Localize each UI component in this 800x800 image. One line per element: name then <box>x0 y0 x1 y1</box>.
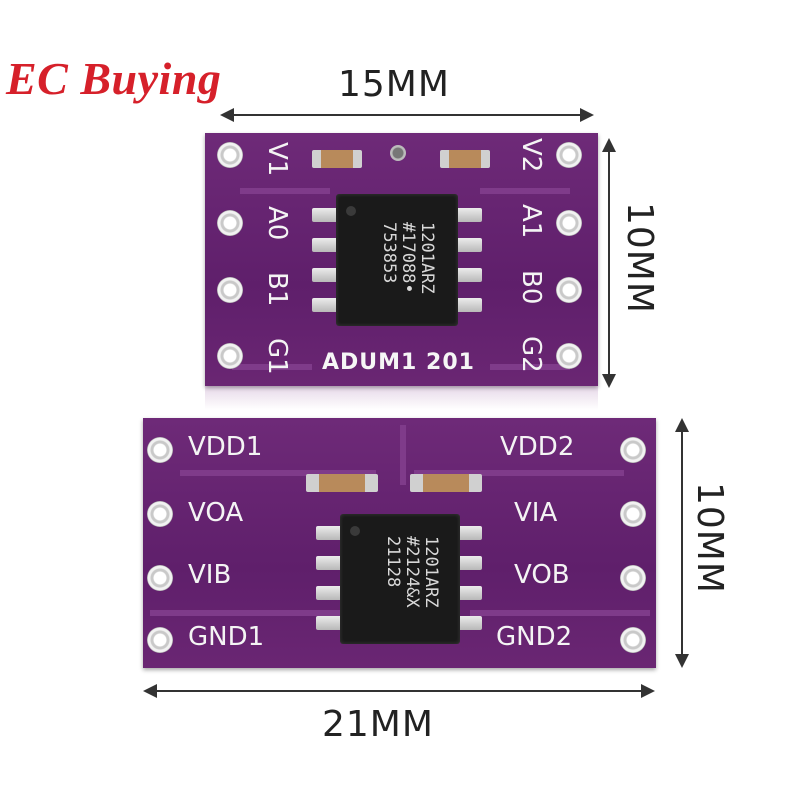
chip-lead <box>456 526 482 540</box>
top-chip-marking: 1201ARZ #17088• 753853 <box>379 222 437 294</box>
trace <box>400 425 406 485</box>
pad-vdd1 <box>147 437 173 463</box>
pad-vib <box>147 565 173 591</box>
pin-label-g2: G2 <box>516 336 546 373</box>
pin-label-voa: VOA <box>188 498 244 528</box>
pad-vob <box>620 565 646 591</box>
chip-lead <box>456 268 482 282</box>
chip-lead <box>316 556 342 570</box>
pad-via <box>620 501 646 527</box>
trace <box>414 470 624 476</box>
trace <box>470 610 650 616</box>
pad-b1 <box>217 277 243 303</box>
bottom-ic-chip: 1201ARZ #2124&X 21128 <box>340 514 460 644</box>
capacitor <box>312 150 362 168</box>
chip-lead <box>312 298 338 312</box>
top-ic-chip: 1201ARZ #17088• 753853 <box>336 194 458 326</box>
chip-lead <box>456 616 482 630</box>
pin-label-via: VIA <box>514 498 558 528</box>
bottom-width-label: 21MM <box>322 704 434 745</box>
chip-lead <box>456 586 482 600</box>
pad-v1 <box>217 142 243 168</box>
capacitor <box>410 474 482 492</box>
pin-label-vdd1: VDD1 <box>188 432 263 462</box>
top-height-label: 10MM <box>619 202 660 314</box>
pad-v2 <box>556 142 582 168</box>
chip-lead <box>456 556 482 570</box>
chip-lead <box>456 208 482 222</box>
chip-lead <box>316 616 342 630</box>
pin-label-gnd1: GND1 <box>188 622 265 652</box>
pin-label-v2: V2 <box>516 138 546 173</box>
trace <box>150 610 340 616</box>
pad-g1 <box>217 343 243 369</box>
trace <box>490 364 570 370</box>
pin-label-a0: A0 <box>262 206 292 241</box>
pad-g2 <box>556 343 582 369</box>
pad-voa <box>147 501 173 527</box>
chip-lead <box>316 586 342 600</box>
pin-label-b1: B1 <box>262 272 292 307</box>
top-board-title: ADUM1 201 <box>322 350 475 375</box>
chip-pin1-dot <box>346 206 356 216</box>
top-width-label: 15MM <box>338 64 450 105</box>
pin-label-a1: A1 <box>516 204 546 239</box>
brand-logo: EC Buying <box>6 53 222 104</box>
pad-a0 <box>217 210 243 236</box>
bottom-chip-marking: 1201ARZ #2124&X 21128 <box>383 536 441 608</box>
pin-label-gnd2: GND2 <box>496 622 573 652</box>
capacitor <box>440 150 490 168</box>
trace <box>232 364 312 370</box>
bottom-width-arrow <box>143 684 655 698</box>
bottom-height-arrow <box>675 418 689 668</box>
chip-pin1-dot <box>350 526 360 536</box>
pad-vdd2 <box>620 437 646 463</box>
chip-lead <box>312 208 338 222</box>
top-height-arrow <box>602 138 616 388</box>
top-width-arrow <box>220 108 594 122</box>
chip-lead <box>312 268 338 282</box>
trace <box>480 188 570 194</box>
pad-b0 <box>556 277 582 303</box>
pin-label-vib: VIB <box>188 560 232 590</box>
pin-label-v1: V1 <box>262 142 292 177</box>
pad-gnd1 <box>147 627 173 653</box>
pad-gnd2 <box>620 627 646 653</box>
chip-lead <box>312 238 338 252</box>
pin-label-b0: B0 <box>516 270 546 305</box>
bottom-height-label: 10MM <box>689 482 730 594</box>
trace <box>240 188 330 194</box>
top-board-reflection <box>205 386 598 410</box>
chip-lead <box>316 526 342 540</box>
trace <box>180 470 376 476</box>
fiducial-mark <box>390 145 406 161</box>
pin-label-g1: G1 <box>262 338 292 375</box>
chip-lead <box>456 298 482 312</box>
pad-a1 <box>556 210 582 236</box>
capacitor <box>306 474 378 492</box>
pin-label-vob: VOB <box>514 560 570 590</box>
pin-label-vdd2: VDD2 <box>500 432 575 462</box>
chip-lead <box>456 238 482 252</box>
